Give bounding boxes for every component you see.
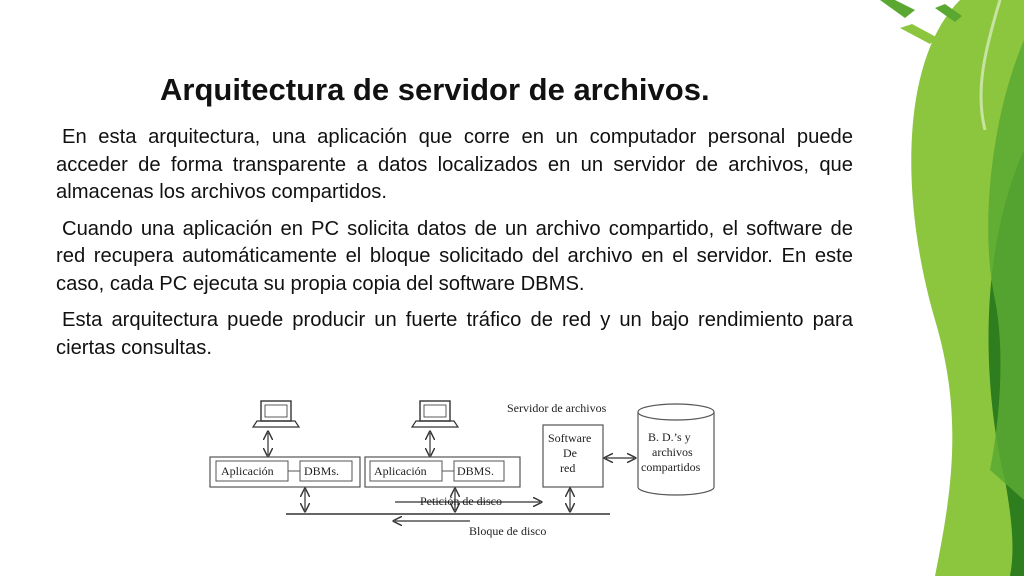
client-2-dbms-label: DBMS. — [457, 464, 494, 478]
client-1-box — [209, 456, 361, 488]
swoosh-accent-curve — [979, 0, 1002, 131]
client-2-dbms-box — [453, 460, 505, 482]
network-software-box — [542, 424, 604, 488]
client-1-dbms-box — [299, 460, 353, 482]
database-line-1: B. D.’s y — [648, 430, 691, 444]
request-label: Petición de disco — [420, 494, 502, 508]
database-line-2: archivos — [652, 445, 693, 459]
slide-title: Arquitectura de servidor de archivos. — [160, 72, 710, 107]
block-label: Bloque de disco — [469, 524, 546, 538]
server-label: Servidor de archivos — [507, 401, 607, 415]
paragraph-3: Esta arquitectura puede producir un fuer… — [56, 309, 853, 359]
client-2-box — [364, 456, 521, 488]
swoosh-streak-2 — [900, 24, 938, 44]
slide-body: En esta arquitectura, una aplicación que… — [56, 124, 853, 371]
paragraph-1: En esta arquitectura, una aplicación que… — [56, 126, 853, 203]
client-1-dbms-label: DBMs. — [304, 464, 339, 478]
computer-icon-2 — [410, 400, 460, 428]
paragraph-2: Cuando una aplicación en PC solicita dat… — [56, 217, 853, 295]
network-software-line-1: Software — [548, 431, 591, 445]
swoosh-streak-3 — [935, 4, 962, 22]
client-2-app-label: Aplicación — [374, 464, 427, 478]
database-cylinder-icon — [637, 403, 715, 496]
swoosh-mid-shape — [988, 40, 1024, 500]
network-software-line-2: De — [563, 446, 577, 460]
client-1-app-label: Aplicación — [221, 464, 274, 478]
network-software-line-3: red — [560, 461, 575, 475]
computer-icon-1 — [251, 400, 301, 428]
swoosh-streak-1 — [880, 0, 915, 18]
database-line-3: compartidos — [641, 460, 701, 474]
